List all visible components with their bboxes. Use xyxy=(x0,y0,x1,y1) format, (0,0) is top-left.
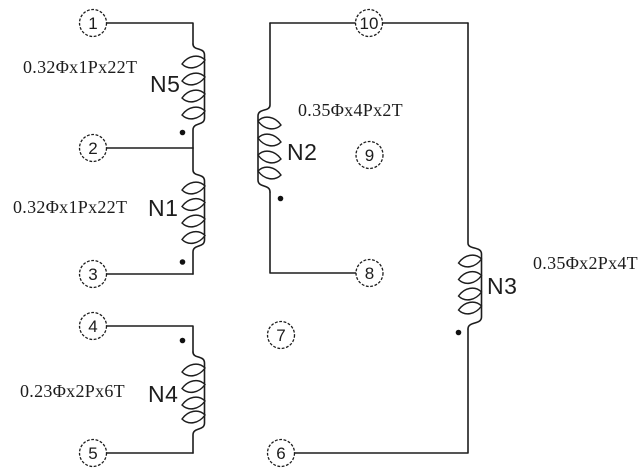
terminal-6-number: 6 xyxy=(276,444,285,463)
winding-n1-spec: 0.32Φx1Px22T xyxy=(13,197,127,217)
terminal-10-number: 10 xyxy=(360,14,379,33)
terminal-8-number: 8 xyxy=(365,264,374,283)
wire-terminal-4-to-n4 xyxy=(105,325,194,353)
wire-terminal-1-to-n5 xyxy=(105,22,194,45)
terminal-6-circle xyxy=(266,438,296,468)
polarity-dot-n5 xyxy=(179,129,186,136)
coil-loop xyxy=(457,287,483,301)
coil-loop xyxy=(257,133,282,147)
terminal-6: 6 xyxy=(266,438,296,468)
coil-loop xyxy=(181,396,206,410)
terminal-4-number: 4 xyxy=(88,317,97,336)
winding-n2-spec: 0.35Φx4Px2T xyxy=(298,100,403,120)
coil-loop xyxy=(257,166,282,180)
terminal-10-circle xyxy=(354,8,384,38)
terminal-8-circle xyxy=(355,258,384,288)
winding-n3-coil-body xyxy=(467,22,483,330)
terminal-3-circle xyxy=(78,259,108,289)
coil-loop xyxy=(181,89,206,103)
terminal-5: 5 xyxy=(78,438,108,468)
terminals: 1 2 3 4 5 6 7 8 xyxy=(78,8,384,468)
winding-n5-label: N5 xyxy=(150,71,180,97)
polarity-dot-n4 xyxy=(179,337,186,344)
terminal-9: 9 xyxy=(355,140,384,170)
terminal-1: 1 xyxy=(78,8,108,38)
winding-n4-label: N4 xyxy=(148,381,178,407)
coil-loop xyxy=(181,197,206,212)
terminal-3-number: 3 xyxy=(88,265,97,284)
wire-n2-to-terminal-8 xyxy=(269,191,357,274)
winding-n3-label: N3 xyxy=(487,273,517,299)
winding-n3: N3 0.35Φx2Px4T xyxy=(455,22,638,336)
terminal-7-number: 7 xyxy=(276,326,285,345)
terminal-10: 10 xyxy=(354,8,384,38)
coil-loop xyxy=(181,106,206,120)
coil-loop xyxy=(181,363,206,377)
terminal-7-circle xyxy=(266,320,296,350)
terminal-2: 2 xyxy=(78,133,108,163)
coil-loop xyxy=(457,301,483,315)
terminal-7: 7 xyxy=(266,320,296,350)
winding-n1: N1 0.32Φx1Px22T xyxy=(13,147,206,275)
wire-n3-to-terminal-6 xyxy=(293,328,469,454)
winding-n4: N4 0.23Φx2Px6T xyxy=(20,337,206,454)
winding-n5: N5 0.32Φx1Px22T xyxy=(23,43,206,149)
coil-loop xyxy=(181,55,206,69)
winding-n2-coil-body xyxy=(257,22,271,193)
coil-loop xyxy=(181,214,206,228)
coil-loop xyxy=(257,116,282,130)
coil-loop xyxy=(181,72,206,86)
polarity-dot-n1 xyxy=(179,259,186,265)
winding-n2: N2 0.35Φx4Px2T xyxy=(257,22,403,202)
winding-n4-spec: 0.23Φx2Px6T xyxy=(20,381,125,401)
terminal-9-circle xyxy=(355,140,384,170)
coil-loop xyxy=(257,150,282,164)
coil-loop xyxy=(181,410,206,424)
winding-n5-spec: 0.32Φx1Px22T xyxy=(23,57,137,77)
winding-n4-coil-body xyxy=(192,351,206,454)
polarity-dot-n2 xyxy=(277,195,284,202)
terminal-2-number: 2 xyxy=(88,139,97,158)
terminal-5-circle xyxy=(78,438,108,468)
winding-n2-label: N2 xyxy=(287,139,317,165)
terminal-2-circle xyxy=(78,133,108,163)
coil-loop xyxy=(181,181,206,195)
winding-n5-coil-body xyxy=(192,43,206,149)
winding-n1-label: N1 xyxy=(148,195,178,221)
terminal-4: 4 xyxy=(78,311,108,341)
coil-loop xyxy=(457,254,483,268)
terminal-1-number: 1 xyxy=(88,14,97,33)
terminal-1-circle xyxy=(78,8,108,38)
coil-loop xyxy=(181,379,206,394)
terminal-8: 8 xyxy=(355,258,384,288)
terminal-5-number: 5 xyxy=(88,444,97,463)
polarity-dot-n3 xyxy=(455,329,462,336)
terminal-4-circle xyxy=(78,311,108,341)
winding-n1-coil-body xyxy=(192,147,206,275)
coil-loop xyxy=(181,230,206,245)
terminal-3: 3 xyxy=(78,259,108,289)
terminal-9-number: 9 xyxy=(365,146,374,165)
winding-n3-spec: 0.35Φx2Px4T xyxy=(533,253,638,273)
coil-loop xyxy=(457,270,483,285)
